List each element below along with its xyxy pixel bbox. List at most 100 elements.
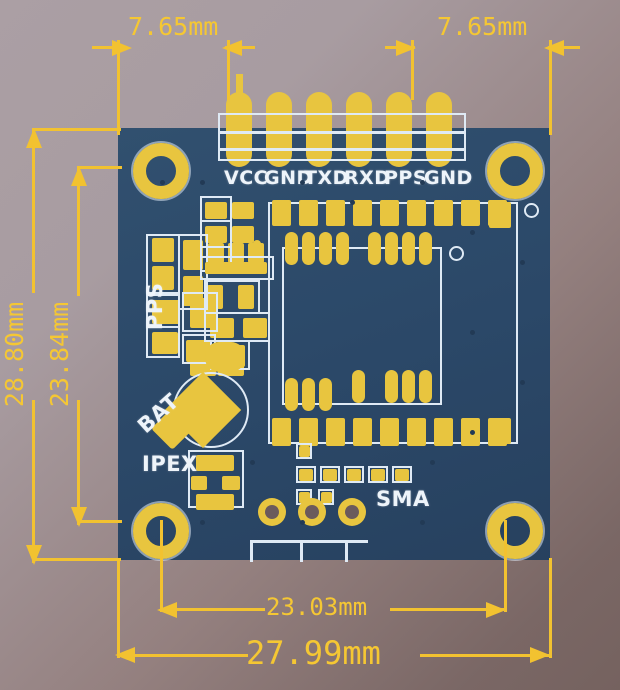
module-inner-bot-pad-1 <box>302 378 315 411</box>
module-inner-outline <box>282 247 442 405</box>
cross-silk-row-4 <box>392 466 412 483</box>
cross-pad-row-4 <box>395 469 409 481</box>
bottom-trace-h <box>250 540 368 543</box>
silk-label-ipex: IPEX <box>142 452 198 476</box>
header-pad-1 <box>226 92 252 167</box>
module-inner-top-pad-1 <box>302 232 315 265</box>
smd-pad-5 <box>152 266 174 290</box>
hole-bore <box>265 505 279 519</box>
cross-pad-row-1 <box>323 469 337 481</box>
ext-line-top-left-inner <box>227 40 230 100</box>
module-bottom-pad-0 <box>272 418 291 446</box>
module-inner-bot-pad-2 <box>319 378 332 411</box>
ipex-pad-bottom <box>196 494 234 510</box>
smd-pad-10 <box>248 243 264 263</box>
dimension-label-top-left: 7.65mm <box>128 12 219 41</box>
module-top-pad-7 <box>461 200 480 226</box>
dimension-label-top-right: 7.65mm <box>437 12 528 41</box>
dim-arrow-left-inner-top <box>71 166 87 186</box>
sma-through-hole-1 <box>258 498 286 526</box>
cross-silk-row-0 <box>296 466 316 483</box>
cross-silk-top <box>296 443 312 459</box>
dot-pad <box>253 240 261 248</box>
via-1 <box>300 180 305 185</box>
right-edge-pad-0 <box>489 202 511 228</box>
module-bottom-pad-3 <box>353 418 372 446</box>
smd-pad-4 <box>152 238 174 262</box>
ipex-pad-top <box>196 455 234 471</box>
module-inner-top-pad-4 <box>368 232 381 265</box>
smd-silk-7 <box>146 326 180 358</box>
dim-line-left-outer-lower <box>32 400 35 563</box>
header-label-txd-2: TXD <box>304 167 349 189</box>
module-inner-bot-pad-0 <box>285 378 298 411</box>
hole-bore <box>345 505 359 519</box>
via-12 <box>350 200 355 205</box>
ext-tick-left-outer-bottom <box>33 558 121 561</box>
header-silk-line-2 <box>218 148 466 151</box>
via-11 <box>520 380 525 385</box>
header-pad-3 <box>306 92 332 167</box>
dim-line-left-outer-upper <box>32 128 35 293</box>
dimension-label-left-outer: 28.80mm <box>0 301 30 408</box>
bar-component-pad <box>205 262 267 274</box>
smd-pad-13 <box>152 300 180 324</box>
via-13 <box>250 460 255 465</box>
via-9 <box>160 180 165 185</box>
module-top-pad-3 <box>353 200 372 226</box>
cross-silk-row-1 <box>320 466 340 483</box>
dim-arrow-tr-b <box>544 40 564 56</box>
smd-pad-8 <box>208 243 224 263</box>
mounting-hole-1 <box>133 143 189 199</box>
module-top-pad-6 <box>434 200 453 226</box>
header-label-gnd-5: GND <box>424 167 473 189</box>
module-inner-bot-pad-6 <box>419 370 432 403</box>
smd-pad-17 <box>152 332 178 354</box>
smd-pad-0 <box>205 202 227 219</box>
sma-through-hole-3 <box>338 498 366 526</box>
cross-pad-row-0 <box>299 469 313 481</box>
ext-line-bottom-right-board <box>549 558 552 658</box>
module-top-pad-5 <box>407 200 426 226</box>
dimension-label-left-inner: 23.84mm <box>45 301 75 408</box>
dim-arrow-bottom-outer-right <box>530 647 550 663</box>
via-0 <box>200 180 205 185</box>
smd-pad-16 <box>243 318 267 338</box>
module-bottom-pad-6 <box>434 418 453 446</box>
dim-line-bottom-inner-left <box>160 608 265 611</box>
via-5 <box>470 430 475 435</box>
dimension-label-bottom-outer: 27.99mm <box>246 634 381 672</box>
module-top-pad-4 <box>380 200 399 226</box>
header-label-vcc-0: VCC <box>224 167 269 189</box>
silk-circle-1 <box>524 203 539 218</box>
dim-arrow-left-outer-top <box>26 128 42 148</box>
header-silk-outline <box>218 113 466 161</box>
ipex-pad-left <box>191 476 207 490</box>
cross-pad-bl <box>299 492 310 503</box>
dim-line-left-inner-upper <box>77 166 80 296</box>
cross-pad-row-2 <box>347 469 361 481</box>
smd-pad-9 <box>228 243 244 263</box>
via-10 <box>520 260 525 265</box>
dim-arrow-bottom-inner-left <box>157 602 177 618</box>
silk-circle-2 <box>449 246 464 261</box>
dim-arrow-left-inner-bottom <box>71 507 87 527</box>
ext-tick-left-inner-bottom <box>78 520 122 523</box>
dim-arrow-bottom-inner-right <box>486 602 506 618</box>
bottom-trace-1 <box>300 540 303 562</box>
module-inner-top-pad-0 <box>285 232 298 265</box>
cross-silk-br <box>318 489 334 505</box>
smd-pad-3 <box>232 226 254 243</box>
ext-line-top-left-board <box>117 40 120 135</box>
module-top-pad-0 <box>272 200 291 226</box>
module-top-pad-1 <box>299 200 318 226</box>
ext-tick-left-inner-top <box>78 166 122 169</box>
bottom-trace-2 <box>345 540 348 562</box>
via-3 <box>470 230 475 235</box>
round-pad <box>205 342 245 372</box>
hole-bore <box>305 505 319 519</box>
module-inner-top-pad-2 <box>319 232 332 265</box>
ext-line-bottom-left-board <box>117 558 120 658</box>
dimension-label-bottom-inner: 23.03mm <box>266 593 368 621</box>
